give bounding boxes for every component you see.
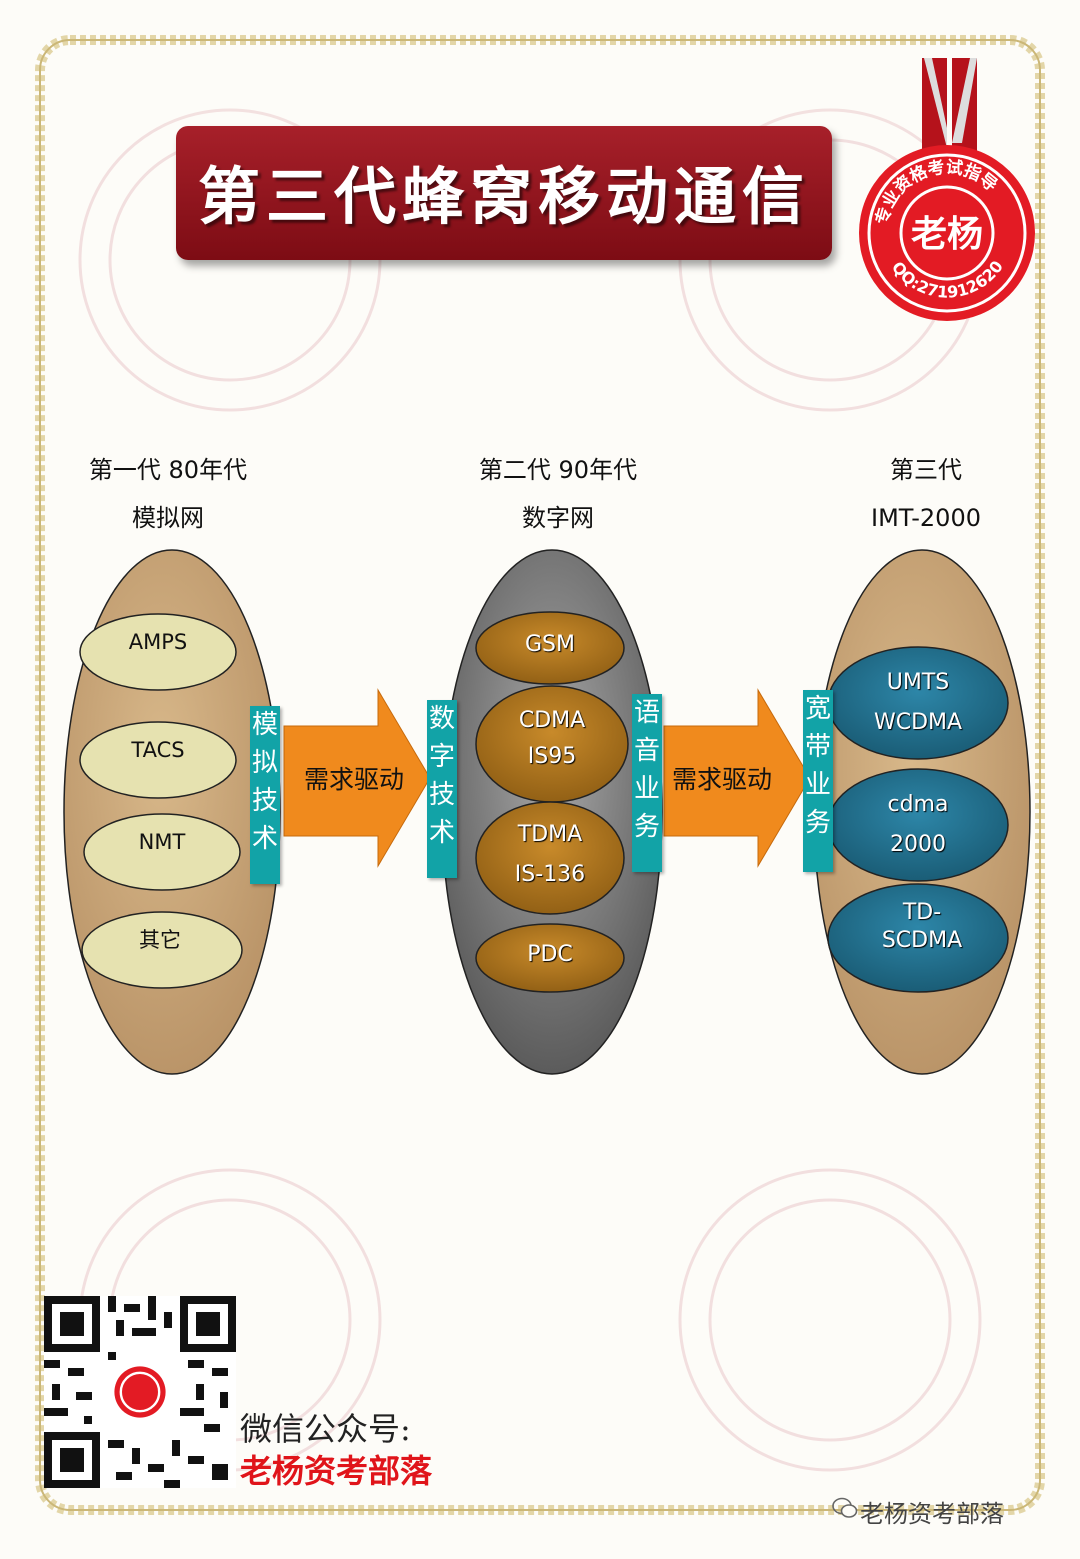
gen3-label: 第三代 IMT-2000 — [806, 446, 1046, 542]
gen1-item-oval — [79, 721, 237, 799]
arrow-2 — [663, 688, 811, 868]
gen1-item: AMPS — [128, 630, 188, 654]
gen2-title: 第二代 90年代 — [478, 456, 638, 484]
gen3-item-oval — [827, 768, 1009, 882]
gen2-item-oval — [475, 611, 625, 685]
tag-digital-tech: 数字技术 — [427, 700, 457, 878]
footer-watermark: 老杨资考部落 — [860, 1500, 1004, 1528]
tag-analog-tech: 模拟技术 — [250, 706, 280, 884]
gen2-subtitle: 数字网 — [522, 504, 594, 532]
wechat-account-name: 老杨资考部落 — [240, 1452, 433, 1490]
stamp-center-text: 老杨 — [911, 214, 983, 255]
stamp-seal: 专业资格考试指导 QQ:271912620 老杨 — [859, 58, 1035, 321]
wechat-icon — [832, 1497, 858, 1518]
gen2-label: 第二代 90年代 数字网 — [438, 446, 678, 542]
gen3-subtitle: IMT-2000 — [871, 504, 981, 532]
gen3-title: 第三代 — [890, 456, 962, 484]
gen1-title: 第一代 80年代 — [88, 456, 248, 484]
qr-code — [44, 1296, 236, 1488]
tag-voice-service: 语音业务 — [632, 694, 662, 872]
wechat-label: 微信公众号: — [240, 1410, 411, 1448]
gen1-item: TACS — [131, 738, 185, 762]
tag-broadband-service: 宽带业务 — [803, 690, 833, 872]
title-banner — [176, 126, 832, 260]
gen1-item: NMT — [138, 830, 186, 854]
gen1-subtitle: 模拟网 — [132, 504, 204, 532]
arrow-2-label: 需求驱动 — [672, 765, 773, 794]
gen3-item-oval — [827, 646, 1009, 760]
gen1-item: 其它 — [139, 928, 181, 952]
gen3-item-oval — [827, 883, 1009, 993]
gen1-item-oval — [83, 813, 241, 891]
gen2-item-oval — [475, 923, 625, 993]
page-title: 第三代蜂窝移动通信 — [197, 160, 810, 233]
arrow-1 — [283, 688, 431, 868]
gen2-item-oval — [475, 801, 625, 915]
gen1-label: 第一代 80年代 模拟网 — [48, 446, 288, 542]
arrow-1-label: 需求驱动 — [304, 765, 405, 794]
gen1-item-oval — [81, 911, 243, 989]
gen1-item-oval — [79, 613, 237, 691]
